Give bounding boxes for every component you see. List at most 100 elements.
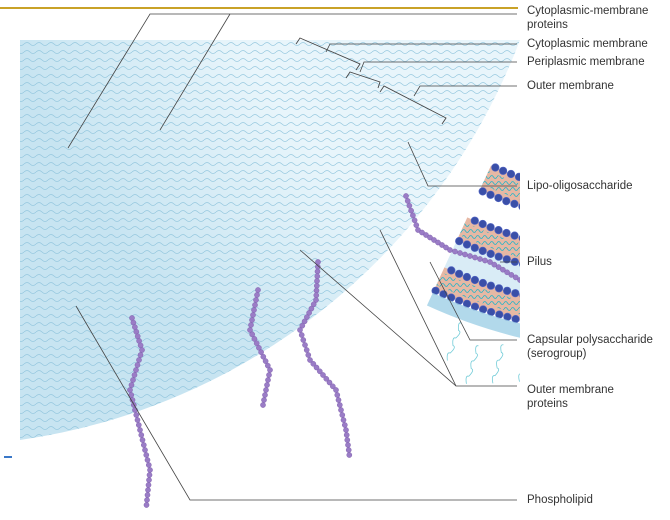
head-group bbox=[623, 194, 631, 202]
head-group bbox=[628, 276, 636, 284]
pilus-bead bbox=[346, 447, 351, 452]
head-group bbox=[495, 253, 503, 261]
head-group bbox=[645, 276, 653, 284]
label-omp-line2: proteins bbox=[527, 397, 614, 411]
pilus-bead bbox=[447, 247, 452, 252]
head-group bbox=[471, 217, 479, 225]
pilus-bead bbox=[136, 357, 141, 362]
head-group bbox=[561, 300, 569, 308]
head-group bbox=[487, 282, 495, 290]
pilus-bead bbox=[315, 269, 320, 274]
head-group bbox=[612, 306, 620, 314]
head-group bbox=[570, 302, 578, 310]
head-group bbox=[655, 331, 663, 339]
pilus-bead bbox=[314, 293, 319, 298]
pilus-bead bbox=[409, 208, 414, 213]
cm-protein bbox=[572, 191, 598, 225]
head-group bbox=[528, 319, 536, 327]
head-group bbox=[586, 248, 594, 256]
pilus-bead bbox=[147, 467, 152, 472]
head-group bbox=[535, 208, 543, 216]
head-group bbox=[578, 272, 586, 280]
pilus-bead bbox=[265, 377, 270, 382]
head-group bbox=[587, 304, 595, 312]
label-cytoplasmic-membrane-proteins: Cytoplasmic-membrane proteins bbox=[527, 4, 648, 32]
pilus-bead bbox=[267, 367, 272, 372]
pilus-bead bbox=[134, 412, 139, 417]
pilus-bead bbox=[263, 387, 268, 392]
head-group bbox=[593, 219, 601, 227]
pilus-bead bbox=[336, 397, 341, 402]
pilus-bead bbox=[521, 281, 526, 286]
pilus-bead bbox=[260, 402, 265, 407]
head-group bbox=[527, 237, 535, 245]
capsule-strand bbox=[664, 354, 669, 394]
pilus-bead bbox=[347, 452, 352, 457]
head-group bbox=[560, 214, 568, 222]
cytoplasmic-membrane-proteins bbox=[572, 17, 670, 249]
head-group bbox=[604, 305, 612, 313]
capsule-strand bbox=[466, 346, 478, 384]
head-group bbox=[448, 267, 456, 275]
head-group bbox=[520, 317, 528, 325]
pilus-bead bbox=[147, 472, 152, 477]
head-group bbox=[544, 241, 552, 249]
head-group bbox=[503, 287, 511, 295]
label-outer-membrane: Outer membrane bbox=[527, 79, 614, 93]
pilus-bead bbox=[482, 258, 487, 263]
pilus-bead bbox=[457, 250, 462, 255]
label-omp-line1: Outer membrane bbox=[527, 383, 614, 397]
pilus-bead bbox=[135, 417, 140, 422]
pilus-bead bbox=[146, 477, 151, 482]
pilus-bead bbox=[144, 497, 149, 502]
pilus-bead bbox=[141, 442, 146, 447]
pilus-bead bbox=[252, 302, 257, 307]
head-group bbox=[666, 193, 670, 201]
head-group bbox=[603, 275, 611, 283]
head-group bbox=[621, 306, 629, 314]
head-group bbox=[606, 193, 614, 201]
head-group bbox=[495, 226, 503, 234]
head-group bbox=[492, 164, 500, 172]
pilus-bead bbox=[299, 332, 304, 337]
label-lipo-oligosaccharide: Lipo-oligosaccharide bbox=[527, 179, 632, 193]
head-group bbox=[620, 276, 628, 284]
pilus-bead bbox=[345, 442, 350, 447]
pilus-bead bbox=[472, 255, 477, 260]
head-group bbox=[595, 304, 603, 312]
head-group bbox=[552, 268, 560, 276]
head-group bbox=[662, 250, 670, 258]
los-core bbox=[626, 310, 646, 330]
head-group bbox=[520, 292, 528, 300]
label-cm-proteins-line1: Cytoplasmic-membrane bbox=[527, 4, 648, 18]
pilus-bead bbox=[250, 312, 255, 317]
head-group bbox=[495, 194, 503, 202]
leader-outer-membrane-proteins-b bbox=[300, 250, 456, 386]
pilus-bead bbox=[145, 487, 150, 492]
head-group bbox=[535, 239, 543, 247]
pilus-bead bbox=[251, 307, 256, 312]
label-capsular-polysaccharide: Capsular polysaccharide (serogroup) bbox=[527, 333, 653, 361]
pilus-bead bbox=[139, 432, 144, 437]
head-group bbox=[569, 271, 577, 279]
head-group bbox=[463, 241, 471, 249]
pilus-bead bbox=[248, 322, 253, 327]
pilus-bead bbox=[343, 427, 348, 432]
head-group bbox=[552, 243, 560, 251]
pilus-bead bbox=[129, 315, 134, 320]
head-group bbox=[653, 251, 661, 259]
pilus-bead bbox=[264, 382, 269, 387]
pilus-bead bbox=[140, 437, 145, 442]
head-group bbox=[487, 250, 495, 258]
pilus-bead bbox=[146, 462, 151, 467]
pilus-bead bbox=[134, 329, 139, 334]
head-group bbox=[654, 276, 662, 284]
label-phospholipid: Phospholipid bbox=[527, 493, 593, 507]
label-capsular-line2: (serogroup) bbox=[527, 347, 653, 361]
head-group bbox=[578, 303, 586, 311]
pilus-bead bbox=[335, 392, 340, 397]
head-group bbox=[640, 194, 648, 202]
head-group bbox=[543, 210, 551, 218]
head-group bbox=[629, 306, 637, 314]
